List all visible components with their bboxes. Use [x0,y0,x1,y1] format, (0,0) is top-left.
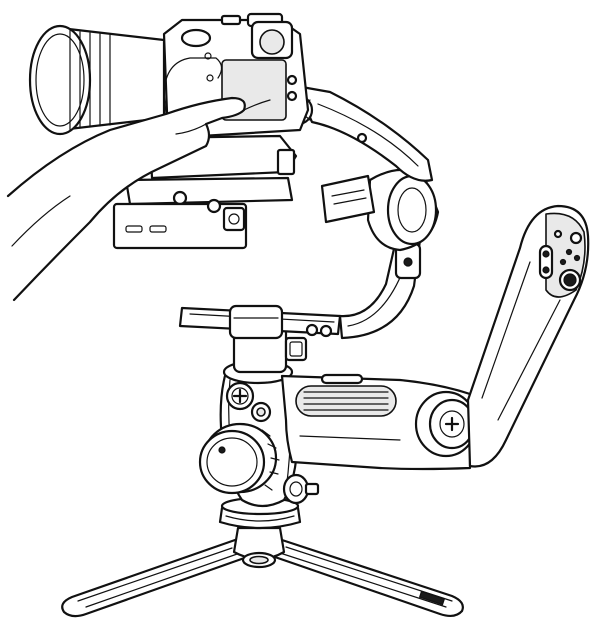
roll-motor [320,168,440,252]
tilt-arm-vertical [338,238,422,340]
upper-arm [294,84,434,182]
tripod-leg-right [270,538,464,618]
base-knob-small [282,473,320,505]
focus-wheel [198,422,280,495]
side-handle [466,204,590,468]
tripod-leg-left [61,538,252,618]
lower-baseplate [178,304,342,340]
camera-lens [28,24,166,136]
hand [6,57,271,302]
handle-control-panel [538,229,583,292]
base-knob-upper [225,381,272,423]
